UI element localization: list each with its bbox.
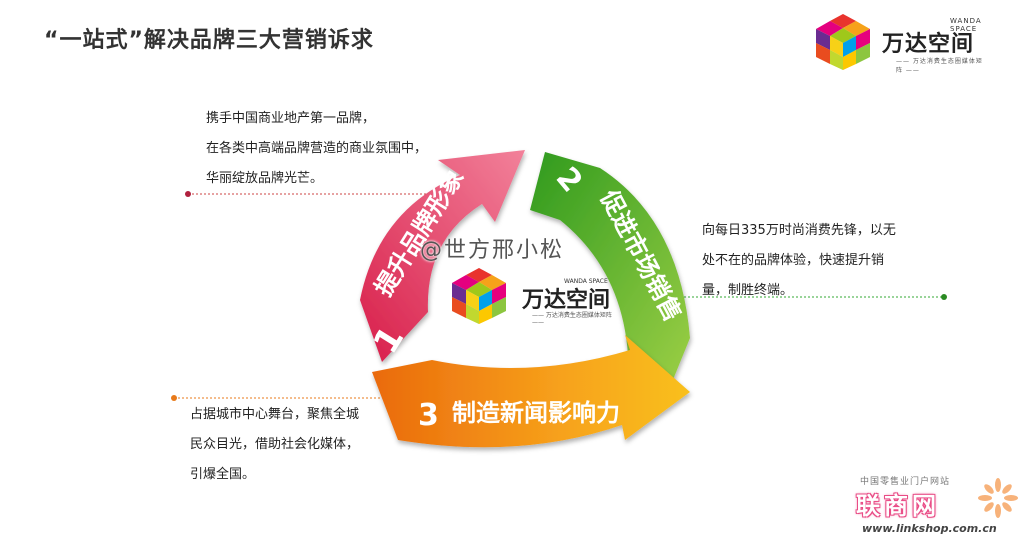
text-line: 占据城市中心舞台，聚焦全城 [190, 407, 360, 422]
site-mark-url: www.linkshop.com.cn [862, 522, 997, 535]
weibo-watermark: @世方邢小松 [420, 238, 565, 263]
segment-3-arrow [372, 335, 690, 448]
page-title: “一站式”解决品牌三大营销诉求 [44, 28, 374, 53]
site-mark-top-text: 中国零售业门户网站 [860, 477, 951, 487]
logo-wordmark: 万达空间 [522, 288, 611, 313]
text-line: 向每日335万时尚消费先锋，以无 [702, 223, 896, 238]
center-wanda-logo: WANDA SPACE 万达空间 —— 万达消费生态圈媒体矩阵 —— [444, 266, 614, 328]
text-line: 引爆全国。 [190, 467, 256, 482]
connector-dot-1 [185, 191, 191, 197]
linkshop-site-mark: 中国零售业门户网站 联商网 www.linkshop.com.cn [842, 470, 1022, 540]
cube-logo-icon [816, 14, 870, 70]
text-block-news-influence: 占据城市中心舞台，聚焦全城 民众目光，借助社会化媒体， 引爆全国。 [190, 400, 359, 490]
segment-2-arrow [530, 152, 690, 392]
text-line: 处不在的品牌体验，快速提升销 [702, 253, 885, 268]
wanda-space-logo: WANDA SPACE 万达空间 —— 万达消费生态圈媒体矩阵 —— [808, 12, 988, 74]
logo-english: WANDA SPACE [564, 278, 608, 285]
text-line: 携手中国商业地产第一品牌， [206, 111, 376, 126]
text-line: 华丽绽放品牌光芒。 [206, 171, 324, 186]
connector-dot-2 [941, 294, 947, 300]
logo-tagline: —— 万达消费生态圈媒体矩阵 —— [532, 312, 612, 326]
text-line: 量，制胜终端。 [702, 283, 794, 298]
connector-dot-3 [171, 395, 177, 401]
cube-logo-icon [452, 268, 506, 324]
text-block-brand-image: 携手中国商业地产第一品牌， 在各类中高端品牌营造的商业氛围中， 华丽绽放品牌光芒… [206, 104, 427, 194]
segment-3-number: 3 [418, 398, 439, 433]
logo-wordmark: 万达空间 [882, 32, 975, 57]
sunburst-icon [978, 478, 1018, 518]
text-line: 民众目光，借助社会化媒体， [190, 437, 360, 452]
site-mark-name: 联商网 [856, 492, 940, 520]
segment-3-label: 制造新闻影响力 [452, 399, 620, 427]
logo-english: WANDA SPACE [950, 17, 982, 33]
segment-1-arrow [360, 150, 525, 362]
text-line: 在各类中高端品牌营造的商业氛围中， [206, 141, 428, 156]
text-block-sales: 向每日335万时尚消费先锋，以无 处不在的品牌体验，快速提升销 量，制胜终端。 [702, 216, 896, 306]
logo-tagline: —— 万达消费生态圈媒体矩阵 —— [896, 58, 983, 74]
